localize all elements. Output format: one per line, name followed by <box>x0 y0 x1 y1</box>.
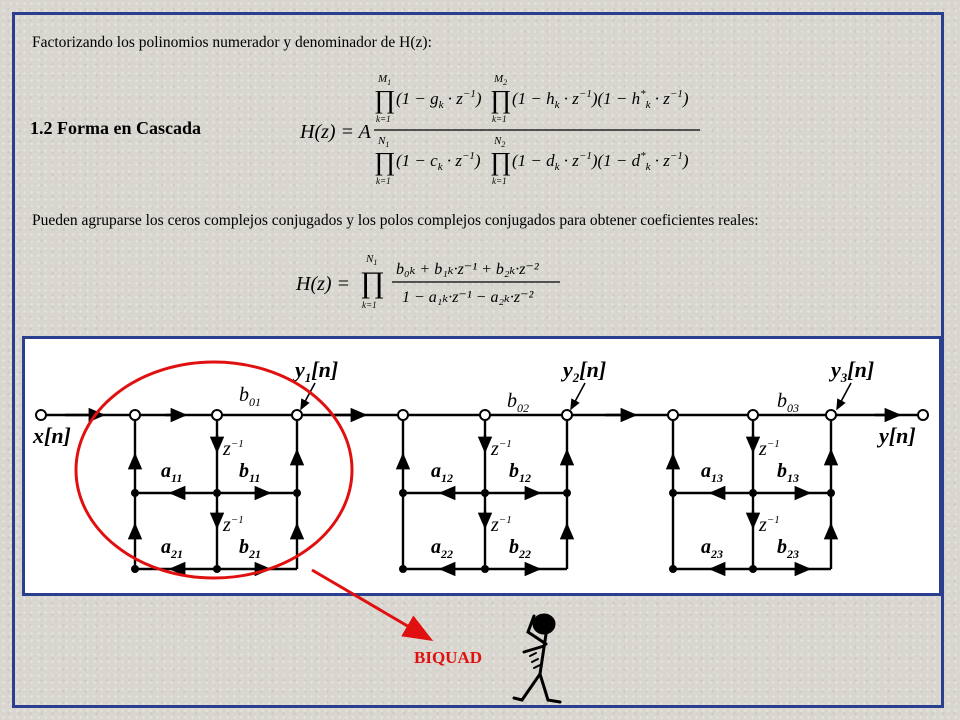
cascade-diagram-svg: x[n] y[n] y1[n] y2[n] y3[n] b01 b02 b03 … <box>32 357 929 577</box>
svg-text:k=1: k=1 <box>376 176 391 186</box>
b01-label: b01 <box>239 384 261 409</box>
svg-text:∏: ∏ <box>374 85 395 114</box>
delay-2b: z−1 <box>490 514 512 536</box>
svg-text:∏: ∏ <box>490 85 511 114</box>
y3-label: y3[n] <box>828 357 874 385</box>
formula-factored: H(z) = A M1 ∏ k=1 (1 − gk · z−1) M2 ∏ k=… <box>299 73 700 186</box>
svg-text:k=1: k=1 <box>362 300 377 310</box>
delay-1a: z−1 <box>222 438 244 460</box>
svg-text:k=1: k=1 <box>492 114 507 124</box>
formula-cascade: H(z) = N1 ∏ k=1 b₀ₖ + b₁ₖ·z⁻¹ + b₂ₖ·z⁻² … <box>295 253 560 310</box>
biquad-label: BIQUAD <box>414 648 483 667</box>
delay-3b: z−1 <box>758 514 780 536</box>
svg-text:M1: M1 <box>377 73 391 87</box>
thinking-stick-figure-icon <box>512 613 562 704</box>
svg-text:(1 − gk · z−1): (1 − gk · z−1) <box>396 88 482 111</box>
y1-label: y1[n] <box>292 357 338 385</box>
svg-text:k=1: k=1 <box>492 176 507 186</box>
cascade-diagram: x[n] y[n] y1[n] y2[n] y3[n] b01 b02 b03 … <box>22 336 942 596</box>
callout-arrow <box>311 568 434 642</box>
b03-label: b03 <box>777 390 799 415</box>
svg-text:(1 − ck · z−1): (1 − ck · z−1) <box>396 150 481 173</box>
input-label: x[n] <box>32 423 71 448</box>
svg-text:∏: ∏ <box>490 147 511 176</box>
svg-text:k=1: k=1 <box>376 114 391 124</box>
delay-2a: z−1 <box>490 438 512 460</box>
svg-text:1 − a₁ₖ·z⁻¹ − a₂ₖ·z⁻²: 1 − a₁ₖ·z⁻¹ − a₂ₖ·z⁻² <box>402 289 535 306</box>
intro-text: Factorizando los polinomios numerador y … <box>32 34 432 51</box>
svg-text:∏: ∏ <box>374 147 395 176</box>
grouping-text: Pueden agruparse los ceros complejos con… <box>32 212 759 229</box>
section-title: 1.2 Forma en Cascada <box>30 118 201 138</box>
svg-text:∏: ∏ <box>360 266 385 299</box>
biquad-highlight-ellipse <box>74 360 354 580</box>
delay-3a: z−1 <box>758 438 780 460</box>
output-label: y[n] <box>876 423 916 448</box>
b02-label: b02 <box>507 390 529 415</box>
svg-text:N1: N1 <box>377 135 389 149</box>
y2-label: y2[n] <box>560 357 606 385</box>
output-node <box>917 409 929 421</box>
svg-text:H(z) =: H(z) = <box>295 273 350 295</box>
delay-1b: z−1 <box>222 514 244 536</box>
svg-text:N1: N1 <box>365 253 377 267</box>
slide-frame <box>12 12 944 708</box>
formula1-numerator: M1 ∏ k=1 (1 − gk · z−1) M2 ∏ k=1 (1 − hk… <box>374 73 689 124</box>
input-node <box>35 409 47 421</box>
formula1-lhs: H(z) = A <box>299 121 372 143</box>
svg-text:M2: M2 <box>493 73 507 87</box>
svg-text:b₀ₖ + b₁ₖ·z⁻¹ + b₂ₖ·z⁻²: b₀ₖ + b₁ₖ·z⁻¹ + b₂ₖ·z⁻² <box>396 261 540 278</box>
svg-text:N2: N2 <box>493 135 505 149</box>
